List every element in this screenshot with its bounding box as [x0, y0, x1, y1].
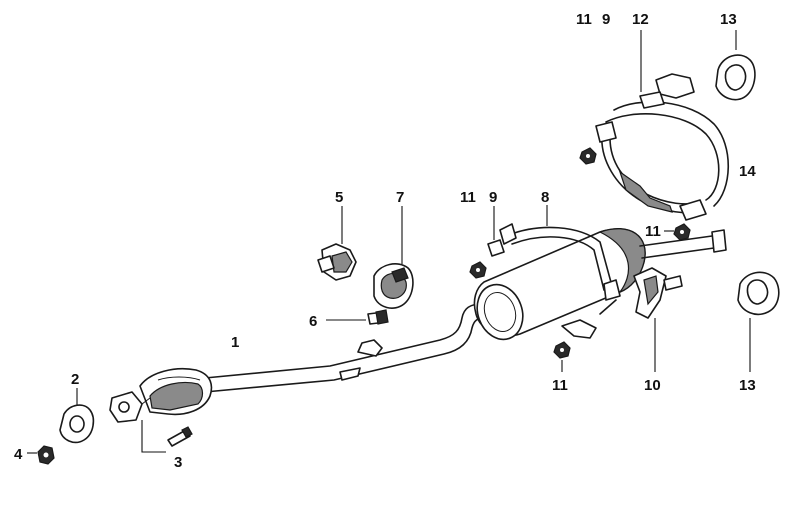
callout-3: 3	[174, 454, 182, 471]
callout-12: 12	[632, 11, 649, 28]
part-3-bolt	[141, 420, 193, 453]
part-10-bracket	[633, 267, 683, 372]
part-4-nut	[27, 445, 55, 465]
callout-11-bottom: 11	[552, 377, 568, 394]
part-7-rubber-mount	[373, 206, 414, 309]
callout-11-upper: 11	[576, 11, 592, 28]
callout-11-right: 11	[645, 223, 661, 240]
callout-9-upper: 9	[602, 11, 610, 28]
part-11-nut-right	[664, 223, 691, 241]
part-11-nut-top	[579, 147, 597, 165]
part-11-nut-left	[469, 261, 487, 279]
part-13-gasket-upper	[715, 30, 756, 101]
callout-13-upper: 13	[720, 11, 737, 28]
part-9-clip-lower	[487, 206, 505, 257]
part-12-clamp-band	[595, 30, 730, 221]
part-8-rear-silencer	[473, 205, 727, 341]
part-5-clamp	[317, 206, 357, 281]
part-1-front-pipe-catalytic-converter	[109, 303, 485, 423]
part-13-gasket-lower	[737, 271, 780, 372]
part-2-gasket	[59, 388, 95, 444]
callout-2: 2	[71, 371, 79, 388]
callout-7: 7	[396, 189, 404, 206]
part-6-screw	[326, 309, 389, 325]
callout-1: 1	[231, 334, 239, 351]
callout-4: 4	[14, 446, 23, 463]
callout-14: 14	[739, 163, 756, 180]
callout-8: 8	[541, 189, 549, 206]
callout-6: 6	[309, 313, 317, 330]
callout-9-lower: 9	[489, 189, 497, 206]
part-11-nut-bottom	[553, 341, 571, 372]
callout-10: 10	[644, 377, 661, 394]
callout-13-lower: 13	[739, 377, 756, 394]
callout-5: 5	[335, 189, 343, 206]
callout-11-middle: 11	[460, 189, 476, 206]
